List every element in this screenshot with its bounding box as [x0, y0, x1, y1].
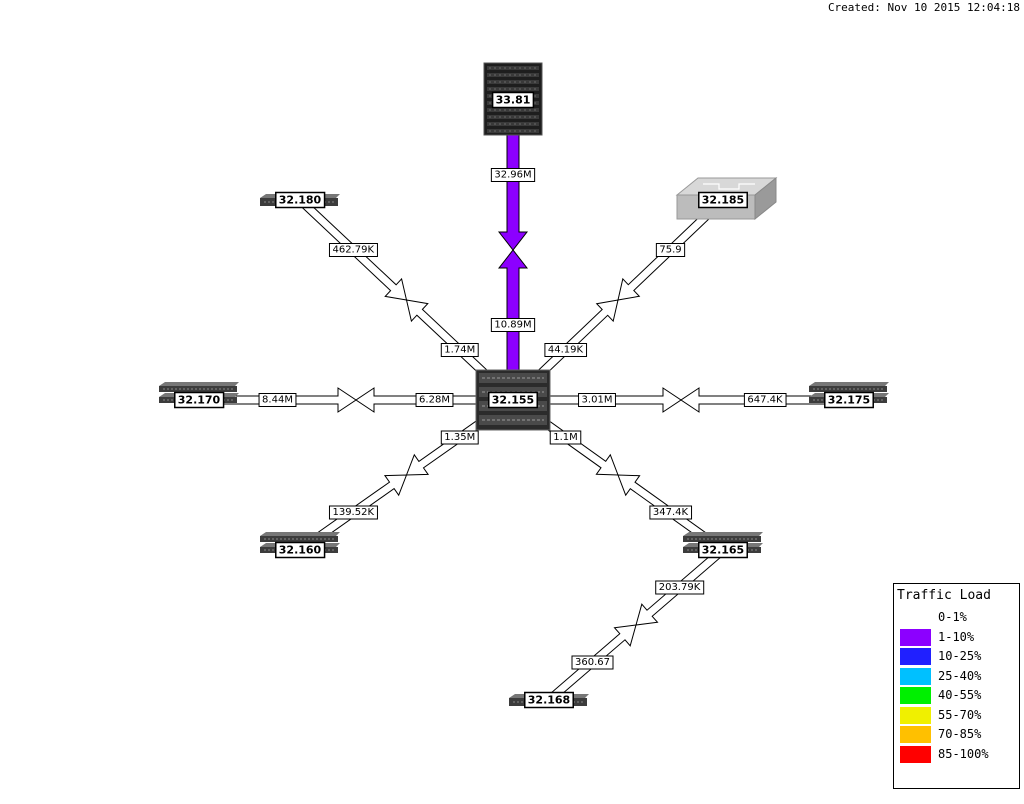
legend-swatch — [900, 648, 931, 665]
link-label-out-text: 44.19K — [548, 345, 584, 356]
link-label-out: 44.19K — [544, 343, 588, 357]
link-label-in-text: 347.4K — [653, 507, 689, 518]
legend-label: 0-1% — [938, 610, 967, 624]
link-label-out-text: 1.35M — [444, 432, 475, 443]
legend-swatch — [900, 687, 931, 704]
legend-title: Traffic Load — [897, 588, 991, 603]
node-label: 32.180 — [275, 191, 326, 209]
link-hub-n170[interactable] — [198, 387, 514, 413]
link-label-out-text: 1.74M — [444, 345, 475, 356]
link-label-out: 6.28M — [415, 393, 454, 407]
legend-item: 85-100% — [900, 746, 1015, 764]
node-label-text: 32.175 — [828, 394, 870, 407]
node-label-text: 32.155 — [492, 394, 534, 407]
node-label-text: 32.180 — [279, 194, 322, 207]
legend-item: 70-85% — [900, 726, 1015, 744]
traffic-load-legend: Traffic Load 0-1% 1-10% 10-25% 25-40% 40… — [893, 583, 1020, 789]
node-labels-layer: 32.155 33.81 32.180 32.185 32.170 32.175 32.16… — [174, 91, 874, 709]
node-label-text: 32.168 — [528, 694, 570, 707]
node-label-text: 33.81 — [496, 94, 531, 107]
link-label-out-text: 1.1M — [553, 432, 578, 443]
node-icons-layer — [159, 62, 889, 706]
link-label-out: 1.74M — [440, 343, 479, 357]
link-hub-n3381[interactable] — [497, 99, 529, 401]
legend-label: 1-10% — [938, 630, 975, 644]
legend-item: 0-1% — [900, 609, 1015, 627]
node-label: 32.185 — [698, 191, 748, 209]
legend-item: 25-40% — [900, 668, 1015, 686]
link-label-in: 462.79K — [328, 243, 378, 257]
legend-swatch — [900, 629, 931, 646]
link-label-in: 8.44M — [258, 393, 297, 407]
node-label-text: 32.165 — [702, 544, 744, 557]
link-label-in: 139.52K — [328, 505, 378, 520]
link-label-out-text: 203.79K — [659, 582, 701, 593]
legend-swatch — [900, 609, 931, 626]
link-label-in-text: 462.79K — [332, 245, 374, 256]
legend-swatch — [900, 746, 931, 763]
link-label-in: 32.96M — [490, 168, 536, 182]
node-label: 32.160 — [275, 541, 326, 559]
legend-swatch — [900, 707, 931, 724]
node-label: 32.165 — [698, 541, 748, 559]
link-label-in-text: 360.67 — [575, 657, 610, 668]
link-label-in: 647.4K — [743, 393, 787, 407]
node-label: 32.175 — [824, 391, 874, 409]
node-label: 32.168 — [524, 691, 574, 709]
link-label-out-text: 6.28M — [419, 395, 450, 406]
link-label-in-text: 32.96M — [494, 170, 531, 181]
link-label-out-text: 10.89M — [494, 320, 531, 331]
link-label-in-text: 75.9 — [659, 245, 681, 256]
link-label-in: 347.4K — [649, 505, 693, 520]
link-label-in: 360.67 — [571, 655, 614, 670]
legend-swatch — [900, 668, 931, 685]
link-label-out: 1.35M — [440, 430, 479, 445]
created-timestamp: Created: Nov 10 2015 12:04:18 — [827, 1, 1020, 14]
link-label-out: 3.01M — [578, 393, 616, 407]
link-label-out: 1.1M — [549, 430, 582, 445]
node-label: 32.170 — [174, 391, 225, 409]
link-n165-n168[interactable] — [545, 546, 727, 704]
legend-swatch — [900, 726, 931, 743]
link-label-in-text: 139.52K — [332, 507, 374, 518]
link-label-out: 10.89M — [490, 318, 536, 332]
link-label-out-text: 3.01M — [582, 395, 613, 406]
legend-label: 10-25% — [938, 649, 982, 663]
link-label-out: 203.79K — [655, 580, 705, 595]
node-label-text: 32.185 — [702, 194, 744, 207]
link-label-in-text: 647.4K — [747, 395, 783, 406]
node-label-text: 32.170 — [178, 394, 221, 407]
legend-label: 40-55% — [938, 688, 982, 702]
legend-item: 55-70% — [900, 707, 1015, 725]
legend-item: 1-10% — [900, 629, 1015, 647]
link-label-in: 75.9 — [655, 243, 686, 257]
node-label: 33.81 — [491, 91, 535, 109]
legend-label: 70-85% — [938, 727, 982, 741]
node-label: 32.155 — [488, 391, 538, 409]
link-label-in-text: 8.44M — [262, 395, 293, 406]
node-label-text: 32.160 — [279, 544, 322, 557]
legend-label: 25-40% — [938, 669, 982, 683]
link-labels-layer: 10.89M 32.96M 1.74M 462.79K 44.19K 75.9 6.28M 8… — [258, 168, 787, 670]
legend-label: 85-100% — [938, 747, 989, 761]
legend-label: 55-70% — [938, 708, 982, 722]
link-hub-n175[interactable] — [512, 387, 850, 413]
legend-item: 40-55% — [900, 687, 1015, 705]
legend-item: 10-25% — [900, 648, 1015, 666]
